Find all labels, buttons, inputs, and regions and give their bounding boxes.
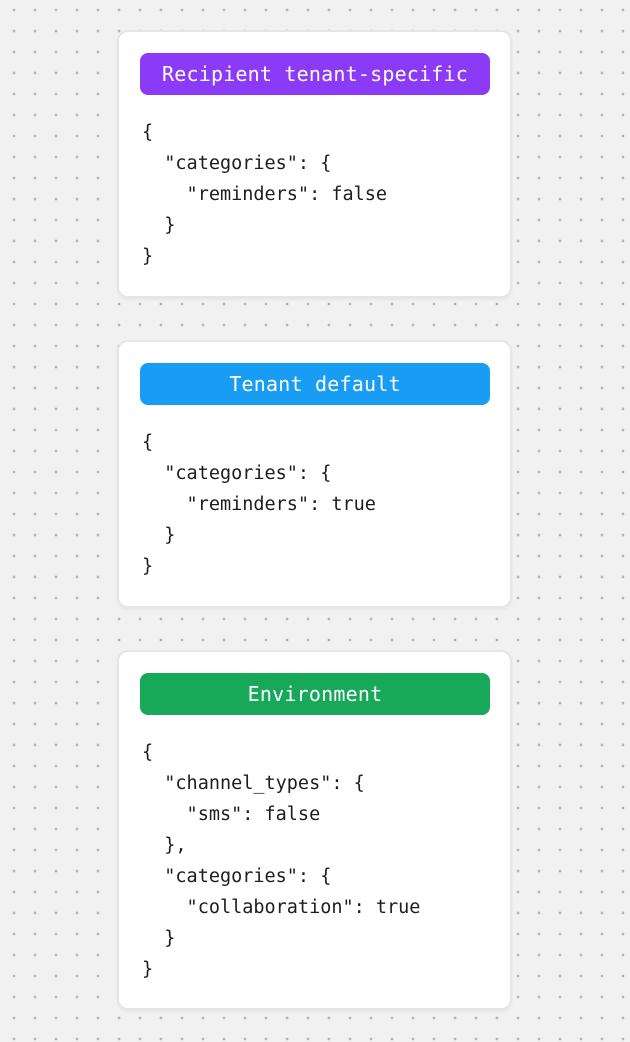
badge-label: Tenant default [229, 372, 401, 396]
card-tenant-default: Tenant default { "categories": { "remind… [117, 340, 512, 608]
json-code-recipient-tenant-specific: { "categories": { "reminders": false } } [142, 122, 388, 267]
badge-recipient-tenant-specific: Recipient tenant-specific [140, 53, 490, 95]
json-code-environment: { "channel_types": { "sms": false }, "ca… [142, 742, 421, 980]
json-code-tenant-default: { "categories": { "reminders": true } } [142, 432, 376, 577]
card-environment: Environment { "channel_types": { "sms": … [117, 650, 512, 1010]
card-recipient-tenant-specific: Recipient tenant-specific { "categories"… [117, 30, 512, 298]
badge-label: Recipient tenant-specific [161, 62, 469, 86]
badge-environment: Environment [140, 673, 490, 715]
badge-tenant-default: Tenant default [140, 363, 490, 405]
badge-label: Environment [247, 682, 383, 706]
